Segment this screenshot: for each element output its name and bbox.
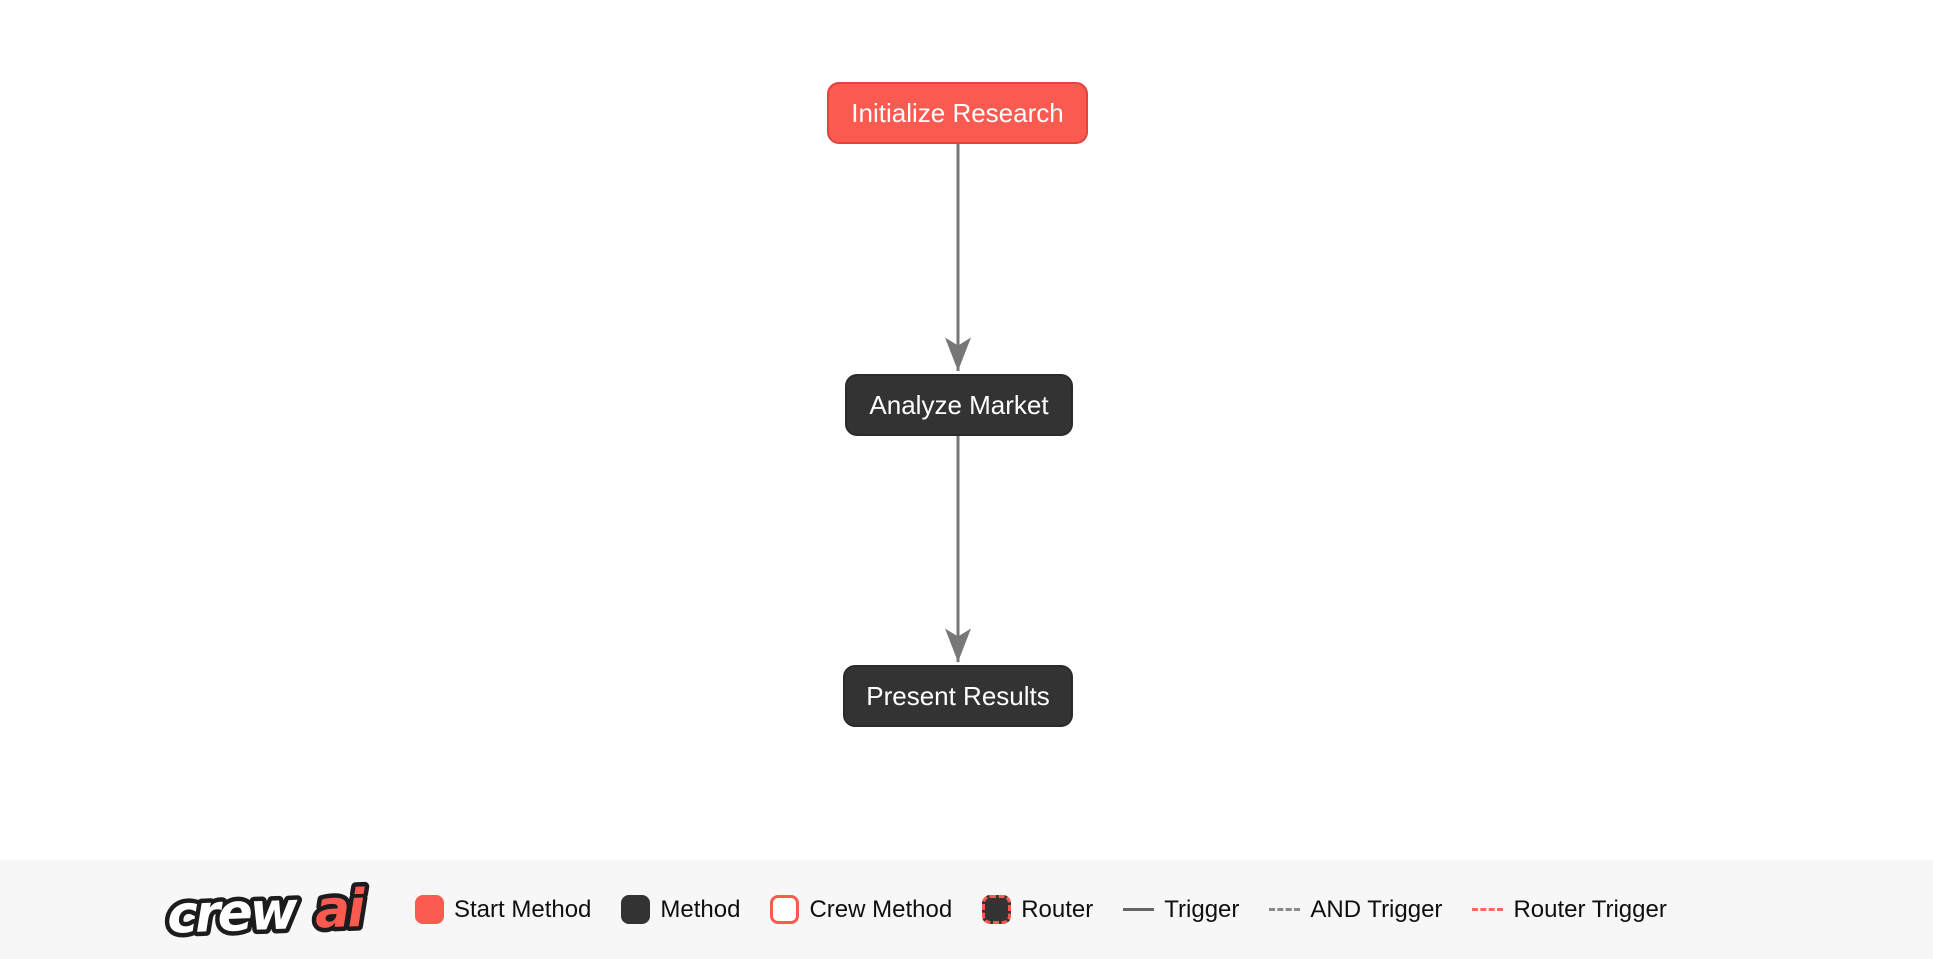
legend-item-crew-method: Crew Method — [770, 895, 952, 924]
and-trigger-line-swatch — [1269, 908, 1301, 911]
router-trigger-line-swatch — [1472, 908, 1504, 911]
legend-item-router: Router — [982, 895, 1093, 924]
crew-method-swatch — [770, 895, 800, 924]
logo-text-crew: crew — [166, 881, 300, 943]
edge-trigger-initialize-to-analyze — [945, 143, 971, 371]
arrowhead — [945, 337, 971, 371]
legend-label: Start Method — [454, 895, 592, 923]
node-label: Initialize Research — [851, 97, 1064, 128]
trigger-line-swatch — [1123, 908, 1155, 911]
edges-layer — [945, 143, 971, 662]
legend-label: Method — [660, 895, 741, 923]
edge-trigger-analyze-to-present — [945, 435, 971, 662]
legend-item-trigger: Trigger — [1123, 896, 1239, 924]
legend-label: Crew Method — [809, 895, 953, 923]
node-present-results[interactable]: Present Results — [843, 665, 1073, 727]
start-method-swatch — [415, 895, 444, 924]
legend-item-method: Method — [621, 895, 740, 924]
legend-bar: crew ai Start Method Method Crew Method … — [0, 860, 1933, 959]
node-analyze-market[interactable]: Analyze Market — [845, 374, 1073, 436]
legend-label: Router — [1021, 895, 1094, 923]
crewai-logo: crew ai — [163, 877, 372, 943]
legend-item-start-method: Start Method — [415, 895, 591, 924]
method-swatch — [621, 895, 651, 924]
legend-item-and-trigger: AND Trigger — [1269, 896, 1442, 924]
legend-label: Router Trigger — [1513, 895, 1667, 923]
legend-label: Trigger — [1164, 895, 1240, 923]
legend-label: AND Trigger — [1310, 895, 1443, 923]
arrowhead — [945, 628, 971, 662]
node-label: Present Results — [866, 680, 1050, 711]
router-swatch — [982, 895, 1012, 924]
node-label: Analyze Market — [869, 389, 1049, 420]
logo-text-ai: ai — [314, 878, 367, 940]
flow-canvas[interactable]: Initialize Research Analyze Market Prese… — [0, 0, 1933, 860]
legend-item-router-trigger: Router Trigger — [1472, 895, 1667, 924]
node-initialize-research[interactable]: Initialize Research — [827, 82, 1088, 144]
